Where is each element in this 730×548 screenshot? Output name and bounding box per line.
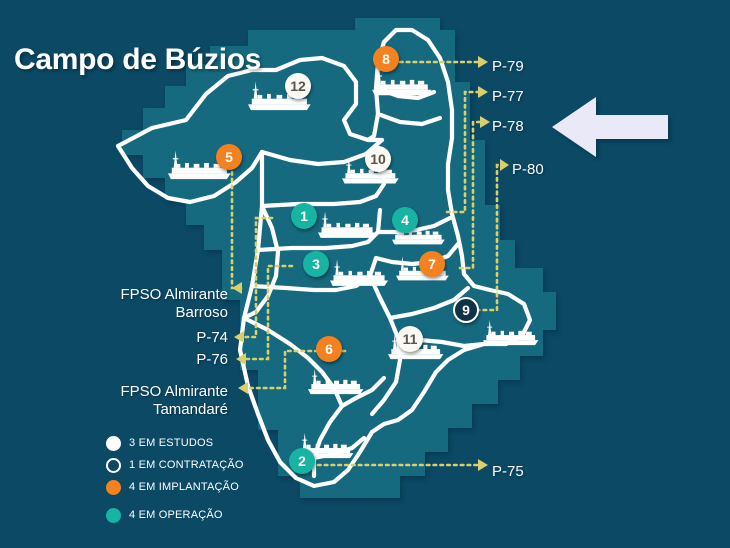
legend-item-em-operacao: 4 EM OPERAÇÃO [106, 505, 244, 525]
label-fpso-barroso-line1: FPSO Almirante [120, 286, 228, 303]
legend-dot-em-contratacao-icon [106, 457, 121, 473]
marker-9[interactable]: 9 [453, 297, 479, 323]
label-p-78: P-78 [492, 118, 524, 135]
legend-label-em-operacao: 4 EM OPERAÇÃO [129, 509, 223, 521]
leader-arrowheads [232, 56, 509, 471]
marker-6[interactable]: 6 [316, 336, 342, 362]
legend-label-em-estudos: 3 EM ESTUDOS [129, 437, 214, 449]
label-fpso-tamandare-line1: FPSO Almirante [120, 383, 228, 400]
legend-item-em-estudos: 3 EM ESTUDOS [106, 433, 244, 453]
label-fpso-tamandare-line2: Tamandaré [152, 401, 228, 419]
legend-dot-em-estudos-icon [106, 435, 121, 451]
legend-item-em-contratacao: 1 EM CONTRATAÇÃO [106, 455, 244, 475]
page-title: Campo de Búzios [14, 43, 262, 76]
label-p-79: P-79 [492, 58, 524, 75]
marker-10[interactable]: 10 [365, 146, 391, 172]
label-fpso-barroso-line2: Barroso [175, 304, 228, 322]
marker-1[interactable]: 1 [291, 203, 317, 229]
label-p-77: P-77 [492, 88, 524, 105]
status-legend: 3 EM ESTUDOS 1 EM CONTRATAÇÃO 4 EM IMPLA… [106, 433, 244, 527]
label-p-74: P-74 [196, 329, 228, 346]
marker-12[interactable]: 12 [285, 73, 311, 99]
label-p-80: P-80 [512, 161, 544, 178]
marker-2[interactable]: 2 [289, 448, 315, 474]
legend-label-em-implantacao: 4 EM IMPLANTAÇÃO [129, 481, 239, 493]
legend-label-em-contratacao: 1 EM CONTRATAÇÃO [129, 459, 244, 471]
legend-item-em-implantacao: 4 EM IMPLANTAÇÃO [106, 477, 244, 497]
concession-block-shape [122, 18, 556, 498]
label-p-76: P-76 [196, 351, 228, 368]
marker-11[interactable]: 11 [397, 326, 423, 352]
label-fpso-almirante-barroso: FPSO Almirante Barroso [112, 286, 228, 323]
legend-dot-em-operacao-icon [106, 507, 121, 523]
marker-5[interactable]: 5 [216, 144, 242, 170]
label-p-75: P-75 [492, 463, 524, 480]
legend-dot-em-implantacao-icon [106, 479, 121, 495]
pointer-arrow [552, 97, 668, 157]
label-fpso-almirante-tamandare: FPSO Almirante Tamandaré [112, 383, 228, 420]
marker-4[interactable]: 4 [392, 207, 418, 233]
marker-7[interactable]: 7 [419, 251, 445, 277]
marker-8[interactable]: 8 [373, 46, 399, 72]
marker-3[interactable]: 3 [303, 251, 329, 277]
